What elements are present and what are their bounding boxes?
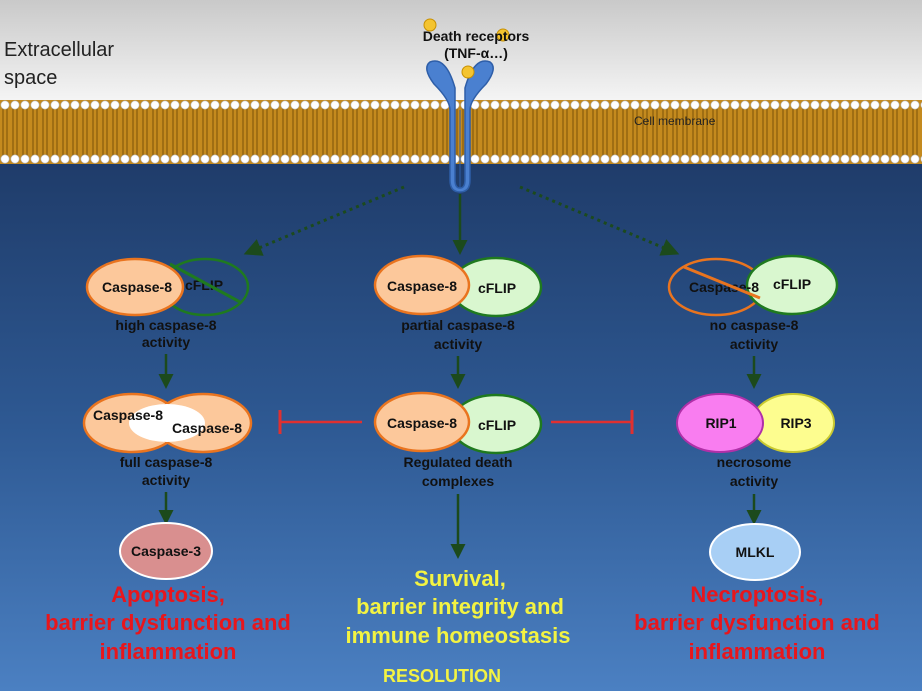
right-caspase-cflip-complex: Caspase-8 cFLIP <box>667 254 839 317</box>
center-activity-line2: activity <box>434 336 482 352</box>
left-caspase8-label: Caspase-8 <box>102 279 172 295</box>
right-outcome-line1: Necroptosis, <box>690 582 823 607</box>
left-cflip-strike <box>169 262 241 304</box>
center-outcome-line3: immune homeostasis <box>346 623 571 648</box>
right-cflip-label: cFLIP <box>773 276 811 292</box>
right-outcome-line3: inflammation <box>689 639 826 664</box>
rip1-label: RIP1 <box>705 415 736 431</box>
mlkl-node: MLKL <box>709 523 801 581</box>
caspase3-node: Caspase-3 <box>119 522 213 580</box>
right-activity-line1: no caspase-8 <box>710 317 799 333</box>
mlkl-label: MLKL <box>736 544 775 560</box>
necrosome-complex: RIP1 RIP3 <box>676 393 835 453</box>
arrow-to-left <box>243 185 405 256</box>
receptor-label-line1: Death receptors <box>423 28 530 44</box>
ligand-dot <box>496 28 510 42</box>
arrow-to-right <box>519 185 680 256</box>
necrosome-line2: activity <box>730 473 778 489</box>
center-caspase8-label: Caspase-8 <box>387 278 457 294</box>
receptor-label-line2: (TNF-α…) <box>444 45 508 61</box>
left-caspase-cflip-complex: Caspase-8 cFLIP <box>85 257 250 317</box>
right-activity-line2: activity <box>730 336 778 352</box>
left-full-line2: activity <box>142 472 190 488</box>
center-complex-line2: complexes <box>422 473 495 489</box>
center-death-complex: Caspase-8 cFLIP <box>373 391 543 455</box>
center-outcome-line2: barrier integrity and <box>356 594 564 619</box>
left-activity-line2: activity <box>142 334 190 350</box>
extracellular-region <box>0 0 922 104</box>
center-activity-line1: partial caspase-8 <box>401 317 515 333</box>
left-activity-line1: high caspase-8 <box>115 317 216 333</box>
left-outcome-line3: inflammation <box>100 639 237 664</box>
rip3-label: RIP3 <box>780 415 811 431</box>
cell-membrane <box>0 100 922 164</box>
left-caspase8-dimer: Caspase-8 Caspase-8 <box>82 392 253 454</box>
left-outcome-line2: barrier dysfunction and <box>45 610 291 635</box>
extracellular-label-line1: Extracellular <box>4 39 114 61</box>
membrane-label: Cell membrane <box>634 114 716 128</box>
right-caspase8-strike <box>683 265 761 300</box>
center-cflip-label: cFLIP <box>478 280 516 296</box>
resolution-label: RESOLUTION <box>383 666 501 686</box>
left-dimer-b-label: Caspase-8 <box>172 420 242 436</box>
ligand-dot <box>423 18 437 32</box>
extracellular-label-line2: space <box>4 67 57 89</box>
left-full-line1: full caspase-8 <box>120 454 213 470</box>
center-caspase8b-label: Caspase-8 <box>387 415 457 431</box>
ligand-dot <box>461 65 475 79</box>
inhibit-right <box>551 410 634 434</box>
center-outcome-line1: Survival, <box>414 566 506 591</box>
caspase3-label: Caspase-3 <box>131 543 201 559</box>
inhibit-left <box>278 410 362 434</box>
death-receptor <box>426 60 494 193</box>
center-complex-line1: Regulated death <box>404 454 513 470</box>
left-dimer-a-label: Caspase-8 <box>93 407 163 423</box>
right-outcome-line2: barrier dysfunction and <box>634 610 880 635</box>
center-cflipb-label: cFLIP <box>478 417 516 433</box>
necrosome-line1: necrosome <box>717 454 792 470</box>
center-caspase-cflip-complex: Caspase-8 cFLIP <box>373 254 543 318</box>
left-outcome-line1: Apoptosis, <box>111 582 225 607</box>
